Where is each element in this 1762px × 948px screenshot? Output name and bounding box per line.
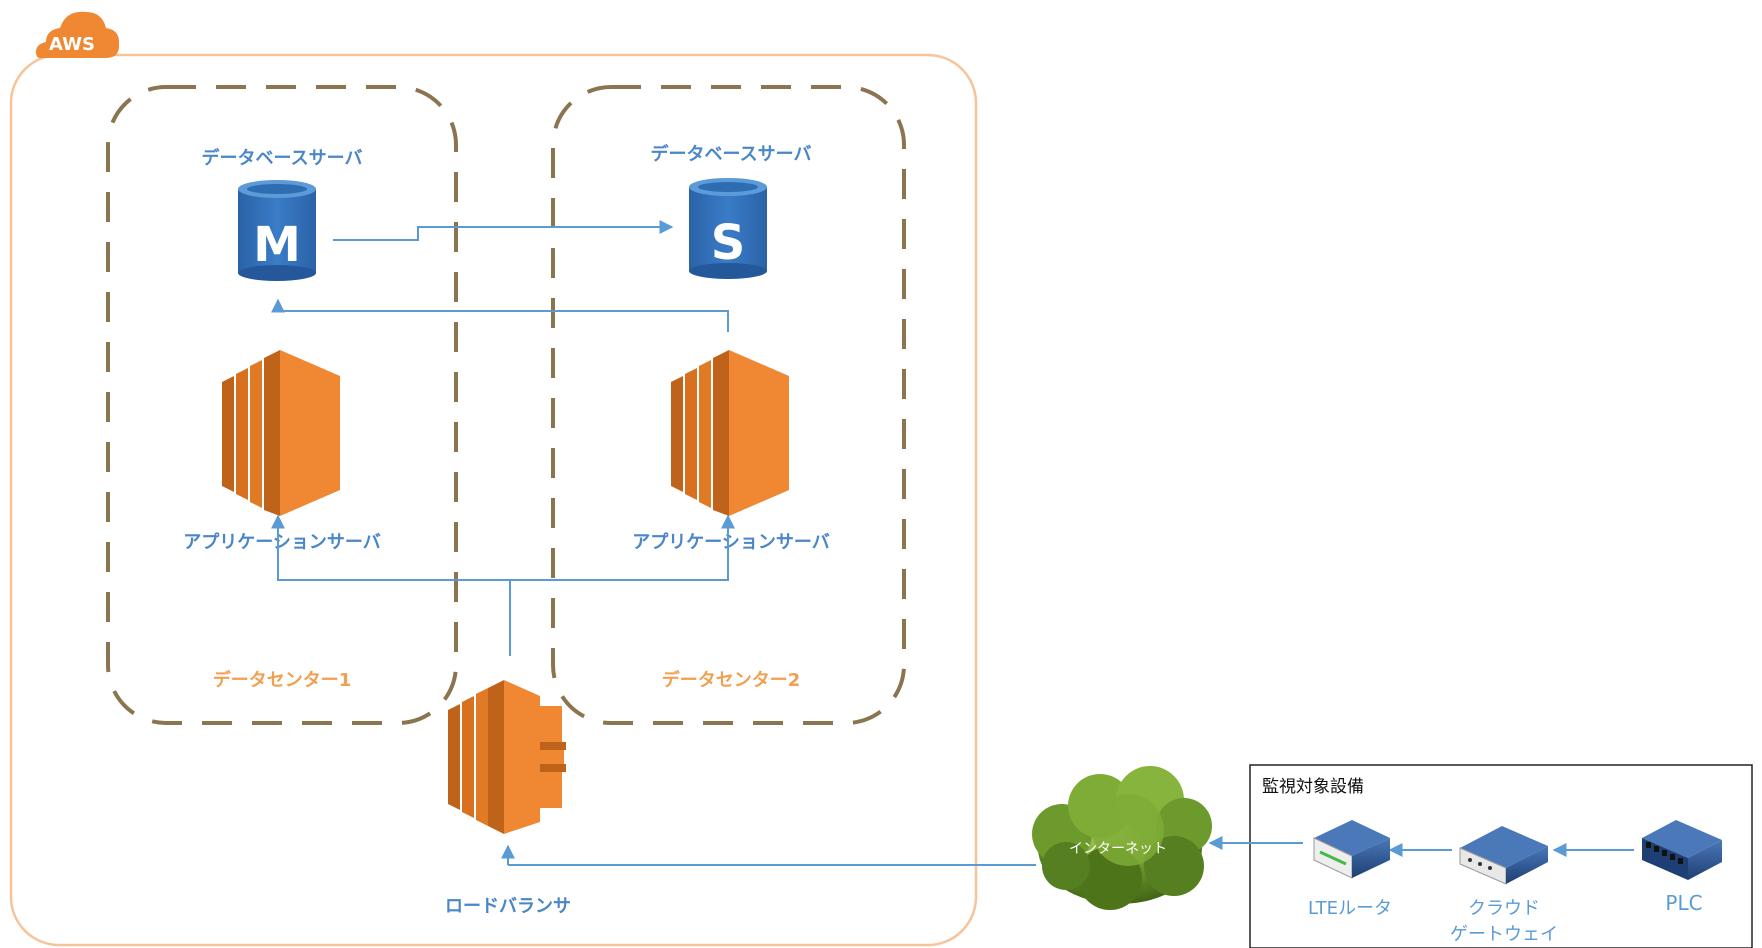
datacenter-2: データベースサーバ S アプリケーションサーバ データセンター2 (551, 85, 906, 725)
lte-router-icon (1313, 820, 1390, 879)
aws-cloud-icon (36, 11, 120, 58)
facility-title: 監視対象設備 (1262, 777, 1364, 797)
internet-label: インターネット (1069, 841, 1167, 857)
datacenter-1-label: データセンター1 (213, 669, 352, 691)
app-to-db-arrow (271, 298, 729, 332)
app-server-1-label: アプリケーションサーバ (183, 531, 380, 553)
db-slave-letter: S (711, 215, 746, 271)
db-server-1-label: データベースサーバ (202, 147, 363, 169)
db-slave-icon (689, 178, 767, 279)
gateway-label-line2: ゲートウェイ (1450, 924, 1558, 945)
lb-to-app2-arrow (510, 514, 735, 581)
datacenter-2-label: データセンター2 (662, 669, 801, 691)
aws-connectors (271, 220, 735, 656)
load-balancer: ロードバランサ (445, 680, 571, 917)
internet-tree-icon (1032, 766, 1212, 910)
datacenter-1: データベースサーバ M アプリケーションサーバ データセンター1 (106, 85, 458, 725)
db-replication-arrow (333, 220, 674, 241)
facility-border (1249, 764, 1753, 948)
db-master-letter: M (253, 217, 301, 273)
ec2-app-server-1-icon (222, 350, 340, 516)
db-master-icon (238, 180, 316, 281)
aws-region-border (9, 53, 978, 947)
gateway-label-line1: クラウド (1468, 898, 1540, 919)
db-server-2-label: データベースサーバ (651, 143, 812, 165)
ec2-app-server-2-icon (671, 350, 789, 516)
plc-label: PLC (1665, 891, 1702, 915)
elb-icon (448, 680, 566, 834)
plc-icon (1642, 820, 1722, 880)
monitored-facility: 監視対象設備 LTEルータ クラウド ゲートウェイ (1208, 764, 1753, 948)
aws-cloud-region: AWS (9, 11, 978, 947)
app-server-2-label: アプリケーションサーバ (632, 531, 829, 553)
lb-to-app1-arrow (271, 514, 510, 581)
datacenter-1-border (106, 85, 458, 725)
cloud-gateway-icon (1459, 826, 1548, 885)
datacenter-2-border (551, 85, 906, 725)
aws-label: AWS (49, 34, 95, 55)
internet: インターネット (501, 766, 1212, 910)
load-balancer-label: ロードバランサ (445, 896, 571, 917)
lte-router-label: LTEルータ (1308, 898, 1392, 919)
